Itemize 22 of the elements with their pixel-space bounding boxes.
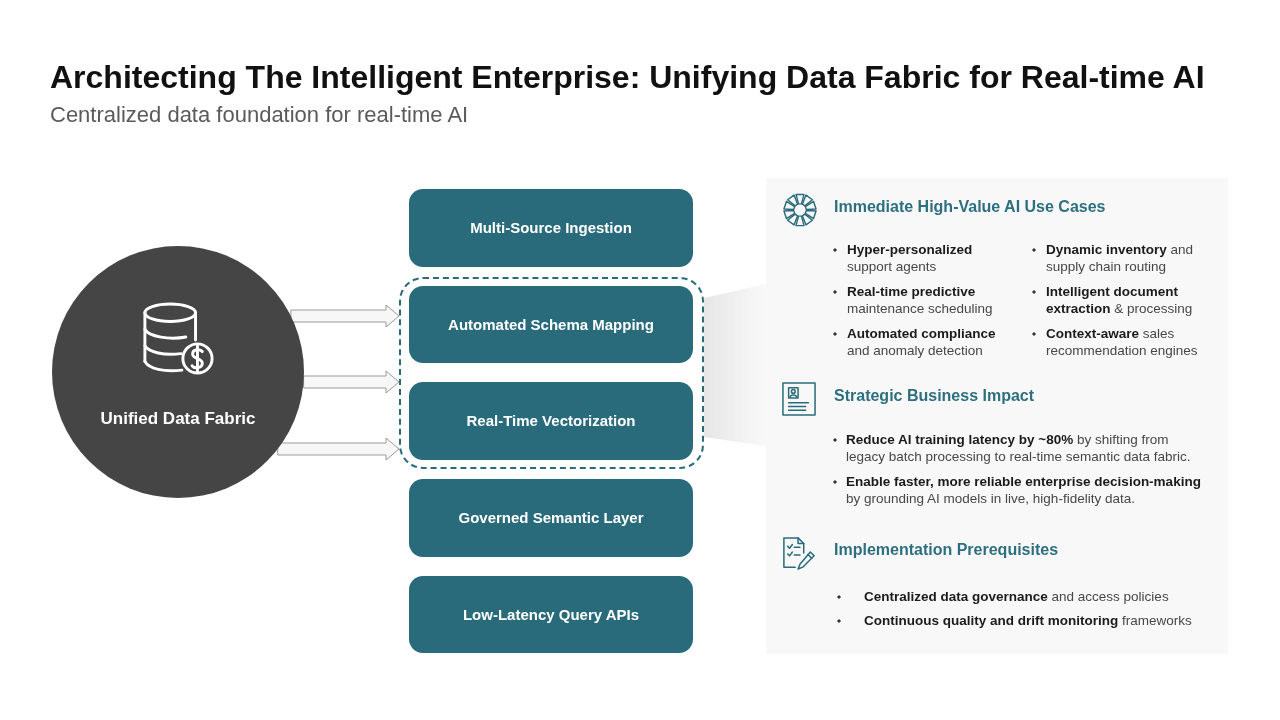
process-box (409, 382, 693, 460)
dashed-frame (399, 277, 704, 469)
block-arrow (277, 437, 400, 461)
process-box (409, 189, 693, 267)
process-label: Automated Schema Mapping (448, 315, 654, 334)
callout-wedge (704, 284, 766, 446)
section-heading: Strategic Business Impact (834, 386, 1035, 406)
section-heading: Implementation Prerequisites (834, 540, 1059, 560)
process-box (409, 576, 693, 653)
process-box (409, 286, 693, 363)
block-arrow (290, 304, 400, 328)
info-panel (766, 178, 1228, 654)
slide-subtitle: Centralized data foundation for real-time AI (50, 102, 469, 128)
process-label: Real-Time Vectorization (466, 412, 636, 430)
process-label: Governed Semantic Layer (458, 509, 644, 527)
section-heading: Immediate High-Value AI Use Cases (834, 197, 1106, 217)
slide-title: Architecting The Intelligent Enterprise: Unifying Data Fabric for Real-time AI (50, 58, 1205, 97)
hub-label: Unified Data Fabric (100, 408, 256, 430)
process-label: Low-Latency Query APIs (462, 605, 640, 624)
process-label: Multi-Source Ingestion (470, 219, 632, 237)
block-arrow (303, 370, 400, 394)
process-box (409, 479, 693, 557)
